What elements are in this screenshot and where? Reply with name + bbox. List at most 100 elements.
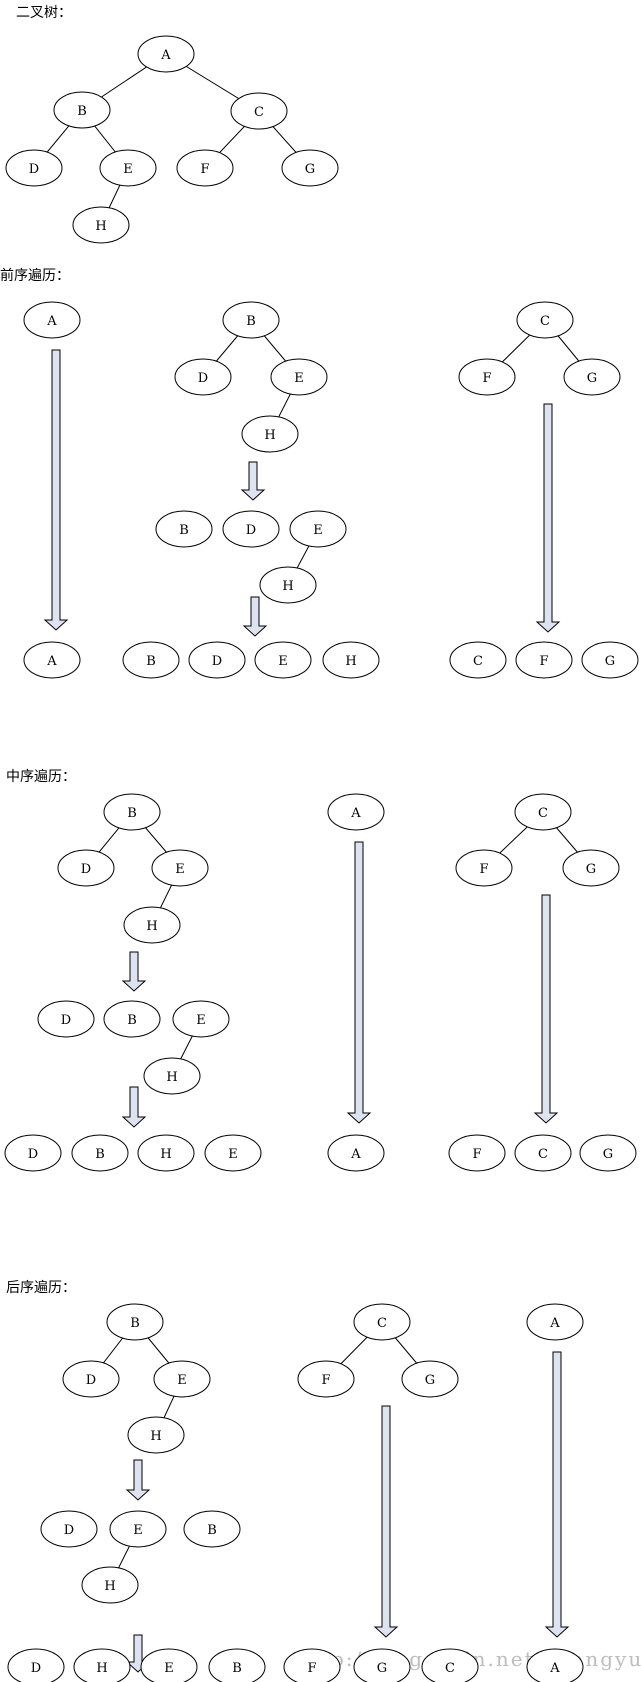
node-label: D: [198, 371, 208, 386]
node-label: H: [104, 1579, 115, 1594]
arrow-inorder-a-icon: [346, 841, 372, 1124]
node-i3b-f: F: [448, 1134, 506, 1172]
node-p3b-c: C: [449, 641, 507, 679]
node-ellipse: [562, 849, 620, 887]
arrow-postorder-a-icon: [544, 1351, 570, 1638]
node-label: D: [212, 654, 222, 669]
node-ellipse: [270, 358, 328, 396]
node-p3-g: G: [563, 358, 621, 396]
node-ellipse: [140, 1648, 198, 1682]
node-o1-d: D: [62, 1360, 120, 1398]
node-label: E: [175, 862, 185, 877]
node-p2b-b: B: [155, 510, 213, 548]
node-o1-e: E: [153, 1360, 211, 1398]
node-label: B: [232, 1661, 242, 1676]
node-label: E: [123, 162, 133, 177]
node-i2-a2: A: [327, 1134, 385, 1172]
node-p2b-e: E: [289, 510, 347, 548]
node-ellipse: [123, 906, 181, 944]
node-t-d: D: [5, 149, 63, 187]
node-i1c-e: E: [204, 1134, 262, 1172]
arrow-preorder-c-icon: [535, 403, 561, 633]
arrow-inorder-b2-icon: [121, 1086, 147, 1128]
node-o2-c: C: [353, 1303, 411, 1341]
node-label: F: [321, 1373, 330, 1388]
node-i3b-g: G: [579, 1134, 637, 1172]
node-label: B: [95, 1147, 105, 1162]
node-p2-e: E: [270, 358, 328, 396]
node-label: B: [77, 104, 87, 119]
node-label: G: [605, 654, 615, 669]
node-i1-b: B: [103, 793, 161, 831]
node-o3-a2: A: [526, 1648, 584, 1682]
node-label: E: [196, 1013, 206, 1028]
node-label: H: [282, 579, 293, 594]
node-i1b-b: B: [103, 1000, 161, 1038]
node-i1b-d: D: [37, 1000, 95, 1038]
node-label: C: [538, 1147, 548, 1162]
node-o3-a: A: [526, 1303, 584, 1341]
node-label: F: [472, 1147, 481, 1162]
node-i1-d: D: [57, 849, 115, 887]
node-label: A: [46, 654, 57, 669]
node-o2b-c: C: [421, 1648, 479, 1682]
node-ellipse: [458, 358, 516, 396]
node-label: C: [540, 314, 550, 329]
node-label: A: [549, 1316, 560, 1331]
node-p3b-g: G: [581, 641, 639, 679]
node-label: E: [313, 523, 323, 538]
node-ellipse: [254, 641, 312, 679]
node-t-c: C: [230, 92, 288, 130]
heading-inorder: 中序遍历：: [6, 769, 76, 785]
node-label: H: [96, 1661, 107, 1676]
node-ellipse: [143, 1057, 201, 1095]
node-i1-e: E: [151, 849, 209, 887]
node-label: D: [81, 862, 91, 877]
node-p2c-h: H: [322, 641, 380, 679]
node-label: C: [377, 1316, 387, 1331]
node-label: G: [603, 1147, 613, 1162]
node-p3-f: F: [458, 358, 516, 396]
node-ellipse: [183, 1510, 241, 1548]
node-label: H: [166, 1070, 177, 1085]
node-t-e: E: [99, 149, 157, 187]
node-i3b-c: C: [514, 1134, 572, 1172]
node-t-f: F: [176, 149, 234, 187]
node-o1c-h: H: [73, 1648, 131, 1682]
node-o2-g: G: [401, 1360, 459, 1398]
node-ellipse: [72, 206, 130, 244]
node-ellipse: [401, 1360, 459, 1398]
node-ellipse: [155, 510, 213, 548]
node-i1c-b: B: [71, 1134, 129, 1172]
arrow-preorder-a-icon: [43, 349, 69, 631]
heading-postorder: 后序遍历：: [6, 1280, 76, 1296]
node-ellipse: [99, 149, 157, 187]
node-ellipse: [327, 1134, 385, 1172]
node-ellipse: [230, 92, 288, 130]
node-ellipse: [106, 1303, 164, 1341]
node-ellipse: [73, 1648, 131, 1682]
arrow-postorder-b1-icon: [125, 1459, 151, 1501]
node-label: C: [538, 806, 548, 821]
node-ellipse: [53, 91, 111, 129]
node-label: B: [207, 1523, 217, 1538]
node-ellipse: [353, 1303, 411, 1341]
node-ellipse: [204, 1134, 262, 1172]
node-ellipse: [353, 1648, 411, 1682]
node-ellipse: [448, 1134, 506, 1172]
node-t-h: H: [72, 206, 130, 244]
node-o1-h: H: [127, 1416, 185, 1454]
node-ellipse: [71, 1134, 129, 1172]
node-label: G: [586, 862, 596, 877]
node-label: F: [200, 162, 209, 177]
node-p2b-d: D: [222, 510, 280, 548]
node-o2b-g: G: [353, 1648, 411, 1682]
node-ellipse: [7, 1648, 65, 1682]
node-label: F: [479, 862, 488, 877]
node-ellipse: [103, 793, 161, 831]
node-ellipse: [57, 849, 115, 887]
node-label: B: [127, 1013, 137, 1028]
node-label: H: [264, 428, 275, 443]
